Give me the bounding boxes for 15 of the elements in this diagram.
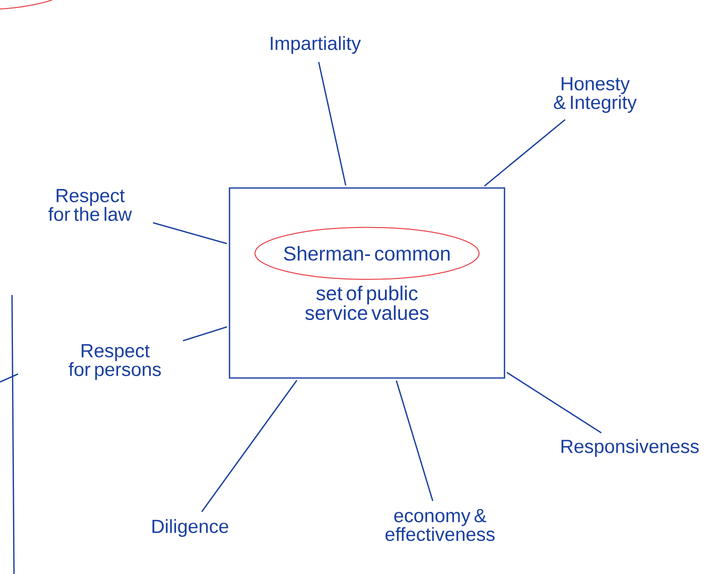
connector-line: [182, 326, 228, 342]
connector-line: [201, 380, 298, 512]
value-label: Honesty & Integrity: [554, 77, 637, 113]
value-label: Respect for the law: [48, 189, 132, 221]
value-label: Diligence: [152, 519, 228, 537]
value-label: economy & effectiveness: [386, 509, 495, 542]
connector-line: [318, 62, 346, 186]
value-label: Impartiality: [270, 36, 361, 54]
connector-line: [396, 380, 434, 502]
value-label: Responsiveness: [562, 439, 699, 457]
connector-line: [484, 119, 566, 187]
values-box: Sherman- common set of public service values: [228, 187, 506, 379]
connector-line: [152, 222, 228, 244]
connector-line: [506, 372, 602, 434]
value-label: Respect for persons: [68, 344, 161, 380]
